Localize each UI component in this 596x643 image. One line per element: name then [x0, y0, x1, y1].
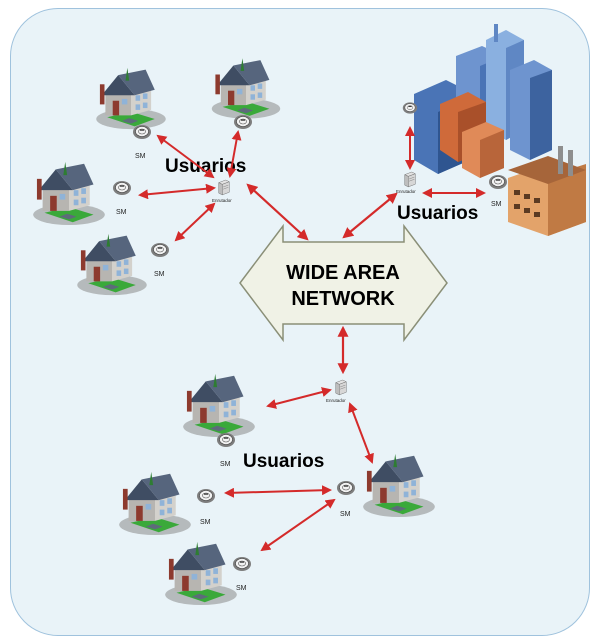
- users-label: Usuarios: [397, 203, 478, 224]
- cluster-bottom: SM SM SM SM Enrutador Usuarios: [119, 325, 435, 606]
- house-icon: [77, 233, 147, 296]
- link-arrow: [156, 134, 215, 179]
- house-icon: [33, 161, 105, 226]
- meter-label: SM: [340, 511, 351, 518]
- wan-label-line2: NETWORK: [291, 288, 395, 310]
- house-icon: [363, 453, 435, 518]
- router-icon: [335, 379, 347, 396]
- users-label: Usuarios: [165, 156, 246, 177]
- cluster-top-right: SM Enrutador Usuarios: [342, 24, 586, 239]
- smart-meter-icon: [216, 432, 236, 448]
- router-label: Enrutador: [396, 189, 416, 194]
- link-arrow: [174, 202, 216, 242]
- house-icon: [183, 373, 255, 438]
- house-icon: [211, 58, 281, 119]
- link-arrow: [260, 498, 336, 552]
- router-icon: [218, 179, 230, 196]
- smart-meter-icon: [233, 114, 253, 130]
- meter-label: SM: [220, 461, 231, 468]
- wan-cloud: WIDE AREA NETWORK: [239, 223, 448, 343]
- link-arrow: [348, 402, 374, 464]
- link-arrow: [342, 192, 398, 239]
- smart-meter-icon: [196, 488, 216, 504]
- meter-label: SM: [135, 153, 146, 160]
- users-label: Usuarios: [243, 451, 324, 472]
- house-icon: [96, 67, 166, 130]
- meter-label: SM: [116, 209, 127, 216]
- meter-label: SM: [236, 585, 247, 592]
- smart-meter-icon: [488, 174, 508, 190]
- link-arrow: [226, 130, 242, 178]
- smart-meter-icon: [132, 124, 152, 140]
- router-label: Enrutador: [212, 198, 232, 203]
- city-buildings-icon: [414, 24, 586, 236]
- smart-meter-icon: [232, 556, 252, 572]
- meter-label: SM: [154, 271, 165, 278]
- link-arrow: [266, 387, 332, 409]
- smart-meter-icon: [402, 101, 418, 115]
- meter-label: SM: [200, 519, 211, 526]
- router-icon: [404, 171, 416, 188]
- meter-label: SM: [491, 201, 502, 208]
- link-arrow: [224, 485, 332, 498]
- link-arrow: [246, 183, 309, 241]
- router-label: Enrutador: [326, 398, 346, 403]
- link-arrow: [138, 183, 216, 200]
- house-icon: [119, 471, 191, 536]
- smart-meter-icon: [112, 180, 132, 196]
- cluster-top-left: SM SM SM Enrutador Usuarios: [33, 58, 309, 296]
- smart-meter-icon: [336, 480, 356, 496]
- smart-meter-icon: [150, 242, 170, 258]
- house-icon: [165, 541, 237, 606]
- wan-label-line1: WIDE AREA: [286, 262, 400, 284]
